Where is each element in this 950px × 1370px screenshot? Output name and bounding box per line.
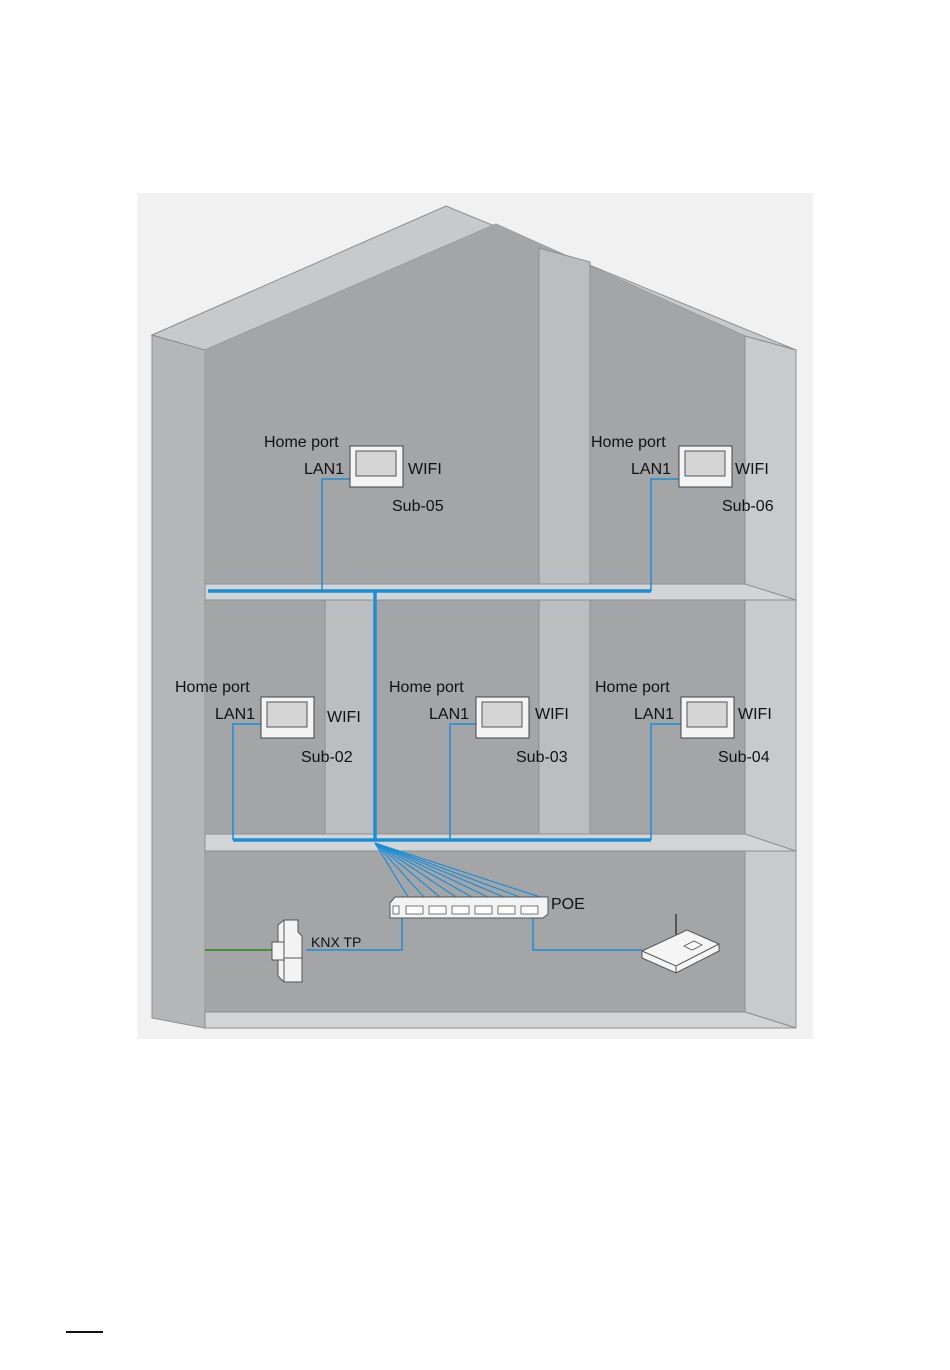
lan-label: LAN1 xyxy=(631,461,671,478)
monitor-name: Sub-05 xyxy=(392,498,444,515)
lan-label: LAN1 xyxy=(304,461,344,478)
home-port-label: Home port xyxy=(264,434,339,451)
monitor-name: Sub-04 xyxy=(718,749,770,766)
middle-floor-slab xyxy=(205,834,796,851)
monitor-screen xyxy=(482,702,522,727)
house-interior xyxy=(205,224,745,1012)
lan-label: LAN1 xyxy=(215,706,255,723)
switch-port xyxy=(393,906,399,914)
monitor-screen xyxy=(356,451,396,476)
wifi-label: WIFI xyxy=(735,461,769,478)
lan-label: LAN1 xyxy=(429,706,469,723)
monitor-name: Sub-06 xyxy=(722,498,774,515)
wifi-label: WIFI xyxy=(535,706,569,723)
ground-floor-slab xyxy=(205,1012,796,1028)
switch-port xyxy=(521,906,538,914)
switch-port xyxy=(498,906,515,914)
monitor-name: Sub-03 xyxy=(516,749,568,766)
switch-port xyxy=(429,906,446,914)
switch-port xyxy=(452,906,469,914)
knx-label: KNX TP xyxy=(311,934,361,950)
monitor-name: Sub-02 xyxy=(301,749,353,766)
monitor-screen xyxy=(267,702,307,727)
wifi-label: WIFI xyxy=(327,709,361,726)
partition-upper xyxy=(539,248,590,598)
poe-label: POE xyxy=(551,896,585,913)
switch-port xyxy=(406,906,423,914)
wifi-label: WIFI xyxy=(408,461,442,478)
wifi-label: WIFI xyxy=(738,706,772,723)
monitor-screen xyxy=(685,451,725,476)
switch-port xyxy=(475,906,492,914)
home-port-label: Home port xyxy=(175,679,250,696)
home-port-label: Home port xyxy=(591,434,666,451)
monitor-screen xyxy=(687,702,727,727)
home-port-label: Home port xyxy=(389,679,464,696)
home-port-label: Home port xyxy=(595,679,670,696)
house-right-wall xyxy=(745,336,796,1028)
lan-label: LAN1 xyxy=(634,706,674,723)
